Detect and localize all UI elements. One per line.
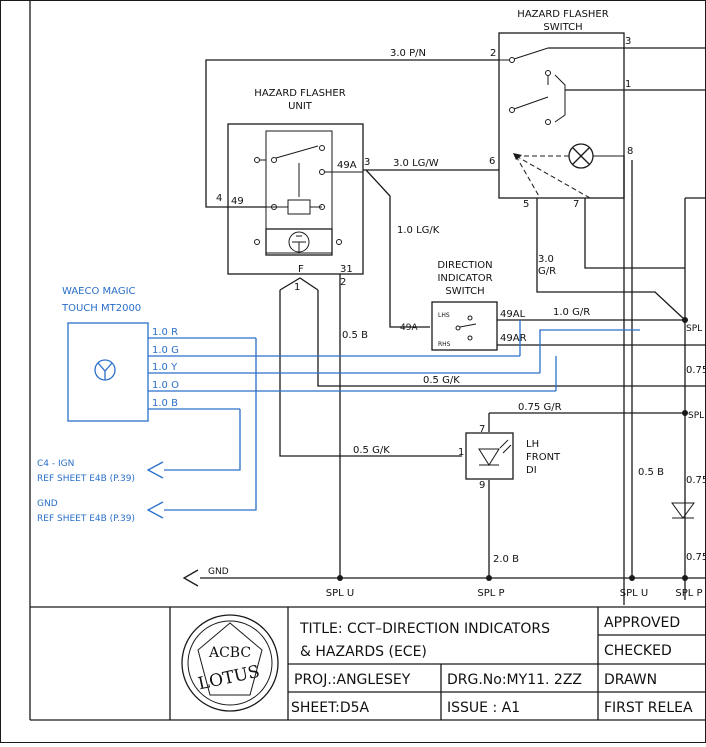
drawn-label: DRAWN [604,672,657,688]
pin-8: 8 [627,146,633,157]
lh-front-di: 7 1 9 LH FRONT DI [458,424,561,491]
dis-title-1: DIRECTION [437,260,492,271]
lh-label-3: DI [526,465,537,476]
hfu-title-1: HAZARD FLASHER [254,88,345,99]
hfu-title-2: UNIT [288,101,313,112]
blue-wire-1g: 1.0 G [152,345,179,356]
issue-label: ISSUE : A1 [447,700,520,716]
hazard-flasher-switch: HAZARD FLASHER SWITCH 2 3 1 6 8 5 7 [489,9,706,210]
pin-4: 4 [216,193,222,204]
pin-49ar: 49AR [500,333,527,344]
project-label: PROJ.:ANGLESEY [294,672,411,688]
title-line-1: TITLE: CCT–DIRECTION INDICATORS [299,621,550,637]
wire-3lg-w: 3.0 LG/W [393,158,439,169]
blue-wire-1y: 1.0 Y [152,362,178,373]
gnd-label: GND [37,499,58,509]
dis-title-3: SWITCH [445,286,484,297]
wire-2b: 2.0 B [493,554,519,565]
drawing-number: DRG.No:MY11. 2ZZ [447,672,582,688]
gnd-arrow-label: GND [208,567,229,577]
pin-5: 5 [523,199,529,210]
pin-f: F [298,264,304,275]
pin-49a-in: 49A [400,323,418,333]
hazard-flasher-unit: HAZARD FLASHER UNIT 4 49 49A 3 F 31 1 2 [216,88,370,293]
wiring: 3.0 P/N 3.0 LG/W 1.0 LG/K 49A 3.0 G/R SP… [184,48,706,605]
wire-075-a: 0.75 [686,365,706,376]
pin-2: 2 [490,48,496,59]
lh-label-1: LH [526,439,539,450]
wire-05b: 0.5 B [342,330,368,341]
pin-7b: 7 [479,424,485,435]
pin-49: 49 [231,196,244,207]
c4-ref-label: REF SHEET E4B (P.39) [37,474,135,484]
spl-u-2: SPL U [620,588,648,599]
pin-49al: 49AL [500,309,526,320]
approved-label: APPROVED [604,615,680,631]
pin-31: 31 [340,264,353,275]
gnd-ref-label: REF SHEET E4B (P.39) [37,514,135,524]
waeco-title-2: TOUCH MT2000 [61,303,141,314]
pin-6: 6 [489,156,495,167]
title-line-2: & HAZARDS (ECE) [300,644,427,660]
blue-wire-1o: 1.0 O [152,380,179,391]
pin-1c: 1 [458,447,464,458]
wire-075-b: 0.75 [686,475,706,486]
checked-label: CHECKED [604,643,672,659]
wire-3p-n: 3.0 P/N [390,48,426,59]
pin-3: 3 [625,36,631,47]
wire-075gr: 0.75 G/R [518,402,562,413]
pin-9: 9 [479,480,485,491]
wire-05b-2: 0.5 B [638,467,664,478]
pin-3b: 3 [364,157,370,168]
c4-ign-label: C4 - IGN [37,459,74,469]
lotus-logo: ACBC LOTUS [182,615,278,711]
sheet-number: SHEET:D5A [291,700,370,716]
first-release-label: FIRST RELEA [604,700,693,716]
spl-u-1: SPL U [326,588,354,599]
lh-label-2: FRONT [526,452,561,463]
wire-1lg-k: 1.0 LG/K [397,225,440,236]
direction-indicator-switch: DIRECTION INDICATOR SWITCH LHS RHS 49AL … [432,260,527,350]
blue-wire-1r: 1.0 R [152,327,178,338]
wire-3gr-b: G/R [538,266,556,277]
blue-wire-1b: 1.0 B [152,398,178,409]
logo-monogram: ACBC [208,645,251,661]
spl-1: SPL [686,324,702,334]
pin-1b: 1 [294,282,300,293]
pin-lhs: LHS [438,312,450,319]
wire-1g-r: 1.0 G/R [553,307,590,318]
wire-075-c: 0.75 [686,552,706,563]
wire-05gk-2: 0.5 G/K [353,445,390,456]
title-block: ACBC LOTUS TITLE: CCT–DIRECTION INDICATO… [30,607,706,720]
pin-49a: 49A [337,160,357,171]
hfs-title-2: SWITCH [543,22,582,33]
wire-05gk: 0.5 G/K [423,375,460,386]
pin-2b: 2 [340,277,346,288]
spl-p-2: SPL P [675,588,702,599]
pin-1: 1 [625,79,631,90]
hfs-title-1: HAZARD FLASHER [517,9,608,20]
pin-7: 7 [573,199,579,210]
dis-title-2: INDICATOR [437,273,492,284]
pin-rhs: RHS [438,341,451,348]
wire-3gr-a: 3.0 [538,254,554,265]
spl-2: SPL [688,411,704,421]
spl-p-1: SPL P [477,588,504,599]
waeco-title-1: WAECO MAGIC [62,286,136,297]
